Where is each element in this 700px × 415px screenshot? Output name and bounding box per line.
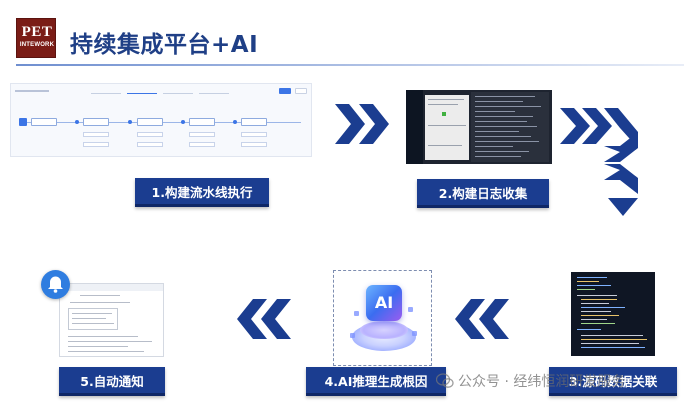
pipeline-tab [199,89,229,94]
notification-title-bar [60,284,163,291]
step-4-label: 4.AI推理生成根因 [306,367,446,396]
pipeline-substage [241,132,267,137]
pipeline-breadcrumb [15,90,49,92]
pipeline-substage [189,142,215,147]
pipeline-stage [31,118,57,126]
ai-particle [354,311,359,316]
pipeline-tab [91,89,121,94]
pipeline-connector [233,120,237,124]
pipeline-screenshot [10,83,312,157]
ai-particle [408,307,413,312]
pipeline-stage [83,118,109,126]
wechat-icon [436,373,454,388]
ai-inference-illustration: AI [333,270,432,366]
pipeline-config-button [295,88,307,94]
pipeline-substage [241,142,267,147]
step-3-label: 3.源码数据关联 [549,367,677,396]
log-sidebar [406,90,423,164]
pipeline-substage [189,132,215,137]
double-chevron-left-icon [237,299,291,339]
pipeline-substage [83,132,109,137]
logo-text-main: PET [21,24,53,40]
double-chevron-right-icon [335,104,389,144]
bell-icon [41,270,70,299]
pipeline-stage [189,118,215,126]
header-divider [16,64,684,66]
pipeline-stage [137,118,163,126]
ai-particle [350,333,355,338]
source-code-screenshot [571,272,655,356]
step-2-label: 2.构建日志收集 [417,179,549,208]
pipeline-stage [241,118,267,126]
ai-cube-icon: AI [366,285,402,321]
log-console [471,92,549,162]
log-file-pane [425,95,469,160]
pipeline-connector [181,120,185,124]
log-screenshot [406,90,552,164]
ai-badge-text: AI [374,293,394,312]
ai-platform-glow [360,321,408,339]
pipeline-tab-active [127,89,157,94]
notification-card [68,308,118,330]
pipeline-tab [163,89,193,94]
company-logo: PET INTEWORK [16,18,56,58]
step-5-label: 5.自动通知 [59,367,165,396]
double-chevron-down-icon [560,108,638,216]
pipeline-connector [75,120,79,124]
pipeline-connector [128,120,132,124]
step-1-label: 1.构建流水线执行 [135,178,269,207]
notification-screenshot [59,283,164,357]
pipeline-substage [137,142,163,147]
pipeline-substage [83,142,109,147]
double-chevron-left-icon [455,299,509,339]
ai-particle [412,331,417,336]
logo-text-sub: INTEWORK [19,42,55,48]
pipeline-run-button [279,88,291,94]
pipeline-start-node [19,118,27,126]
status-indicator [442,112,446,116]
watermark-text: 公众号 · 经纬恒润研发服务 [458,374,626,390]
pipeline-substage [137,132,163,137]
page-title: 持续集成平台+AI [70,32,259,58]
pipeline-tabs [91,89,241,95]
